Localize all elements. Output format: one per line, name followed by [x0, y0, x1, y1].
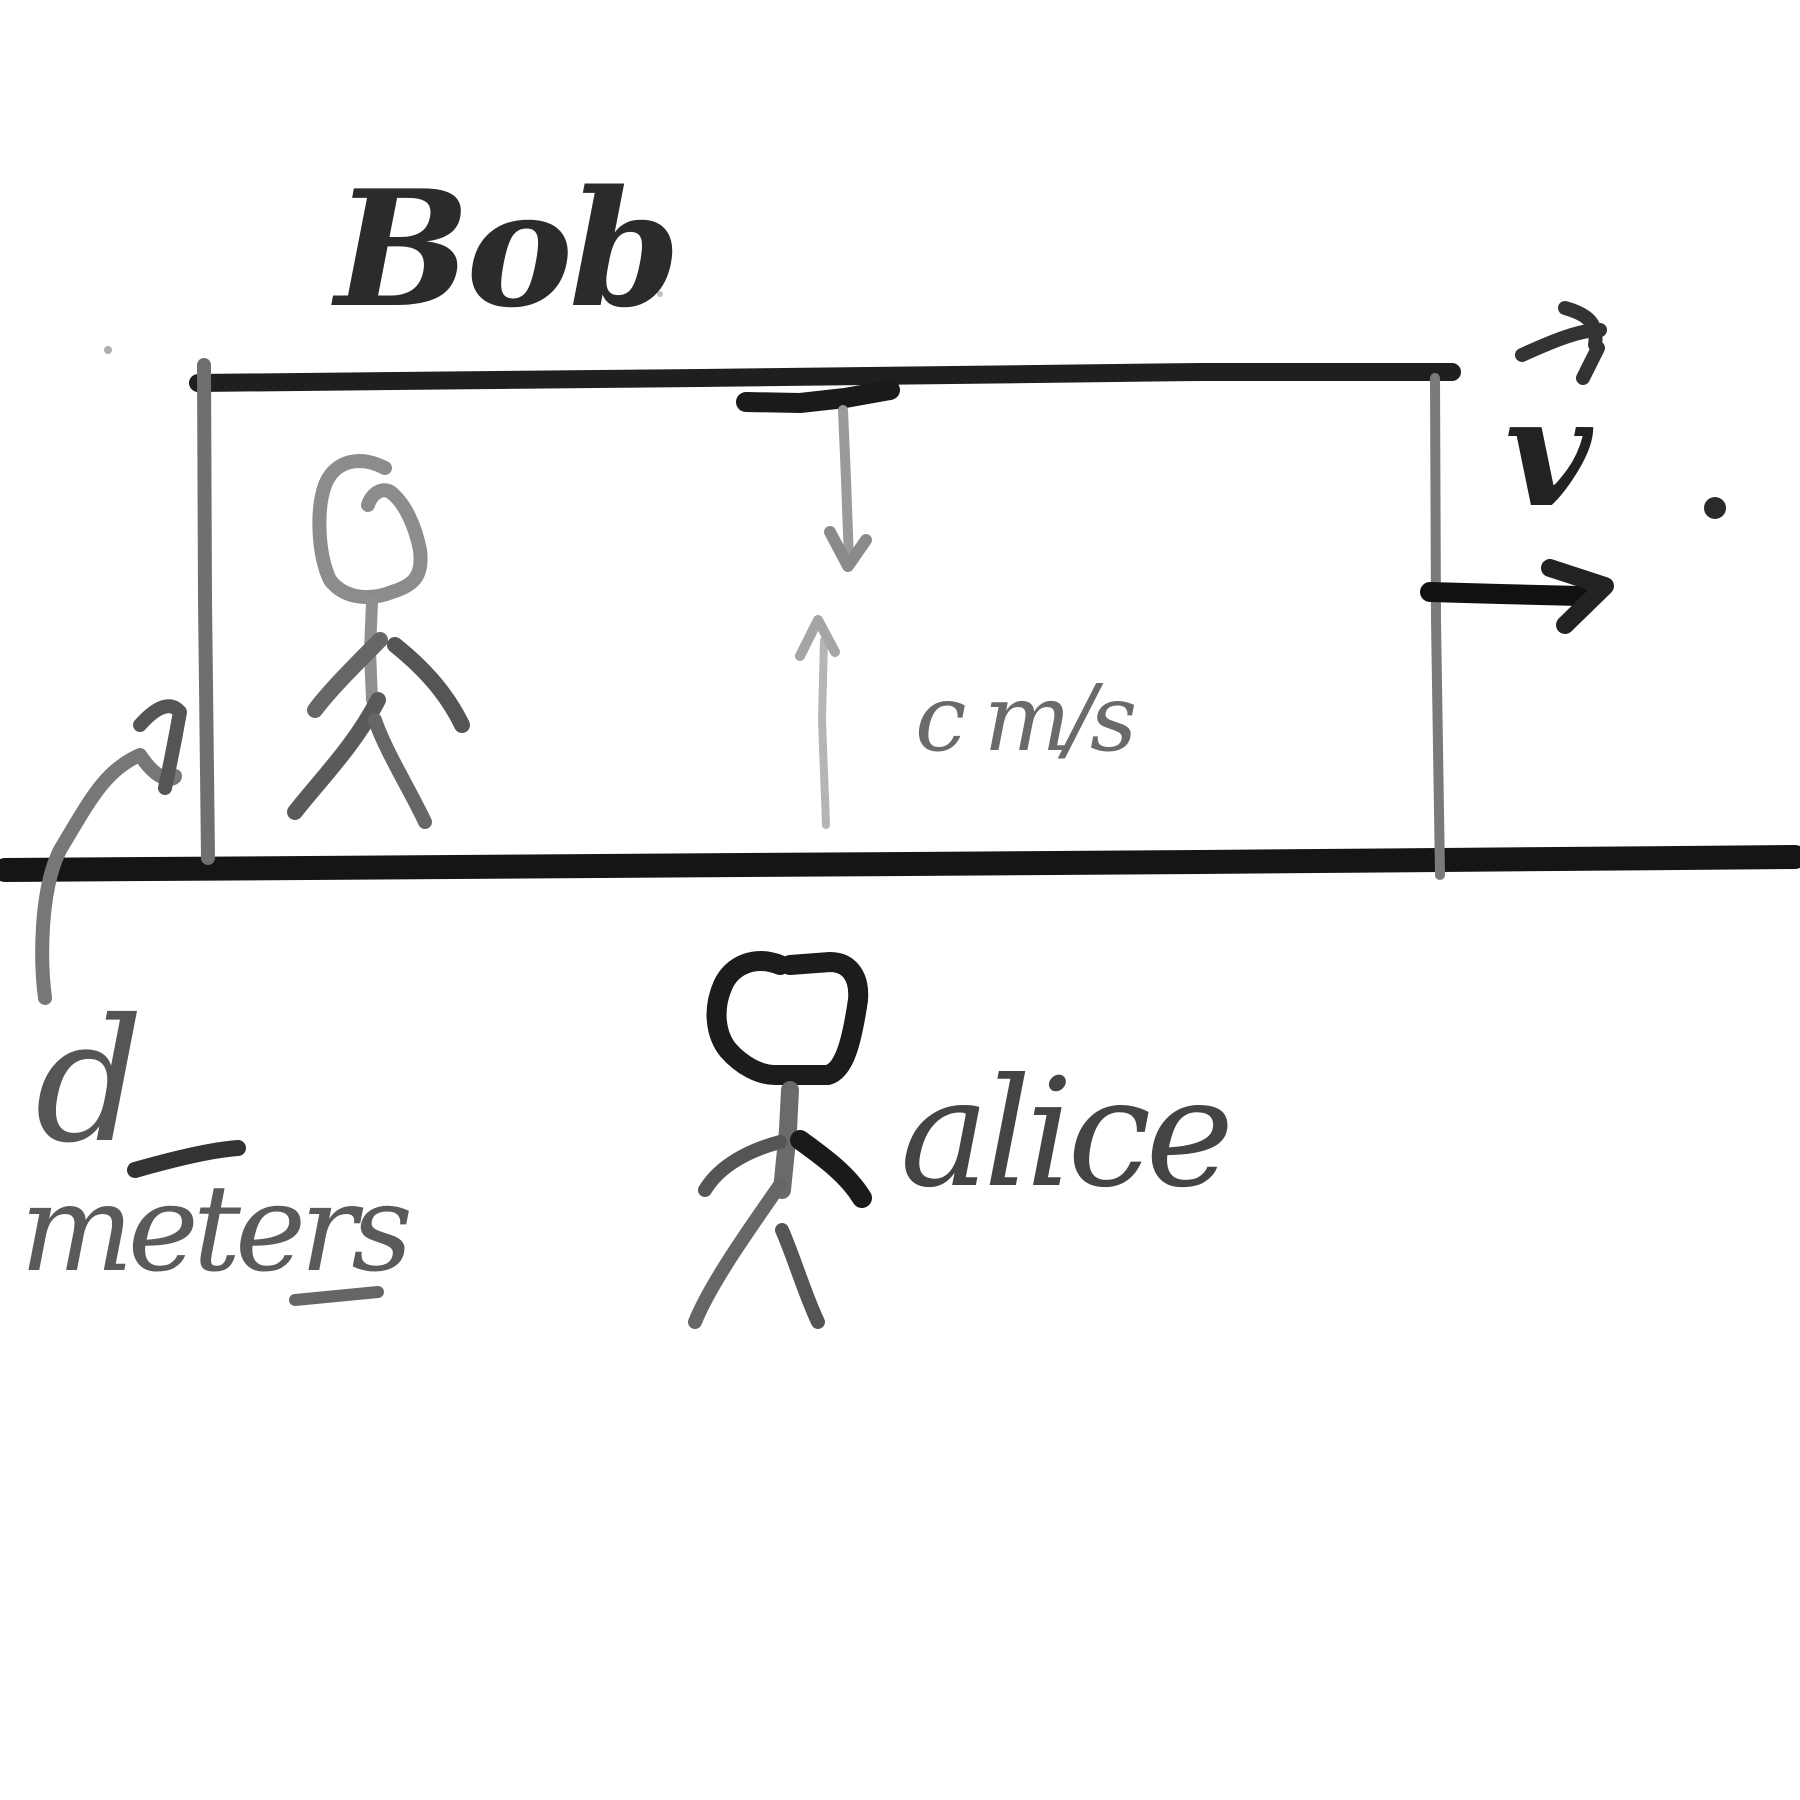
speck	[657, 291, 663, 297]
bob-label: Bob	[331, 155, 677, 343]
length-pointer-arrow-icon	[35, 699, 187, 1005]
velocity-label: v	[1505, 365, 1594, 541]
alice-arm-left	[698, 1135, 787, 1197]
length-unit-label: meters	[20, 1160, 409, 1299]
meters-crossbar	[127, 1140, 246, 1178]
alice-leg-left	[688, 1178, 787, 1329]
bob-arm-right	[387, 637, 470, 733]
alice-head	[706, 951, 869, 1085]
bob-leg-right	[368, 713, 432, 829]
speck	[104, 346, 112, 354]
light-up-arrow-icon	[795, 615, 840, 829]
alice-leg-right	[775, 1223, 825, 1329]
alice-arm-right	[790, 1130, 872, 1208]
velocity-arrow-icon	[1420, 559, 1614, 634]
length-value-label: d	[35, 983, 144, 1181]
train-roof	[189, 363, 1461, 392]
ground-line	[0, 845, 1800, 882]
train-car	[189, 358, 1461, 880]
alice-body	[773, 1081, 799, 1199]
speed-unit-label: c m/s	[915, 665, 1135, 772]
light-down-arrow-icon	[824, 405, 872, 572]
train-left-wall	[197, 358, 215, 865]
alice-label: alice	[900, 1047, 1228, 1221]
bob-arm-left	[307, 632, 388, 718]
vector-arrow-mark-icon	[1515, 301, 1607, 385]
bob-leg-left	[287, 692, 386, 820]
mirror	[736, 380, 900, 413]
meters-underline	[289, 1286, 384, 1306]
bob-head	[312, 454, 428, 604]
train-right-wall	[1430, 373, 1445, 880]
dot-mark	[1704, 497, 1726, 519]
alice-figure	[688, 951, 872, 1329]
bob-figure	[287, 454, 470, 829]
